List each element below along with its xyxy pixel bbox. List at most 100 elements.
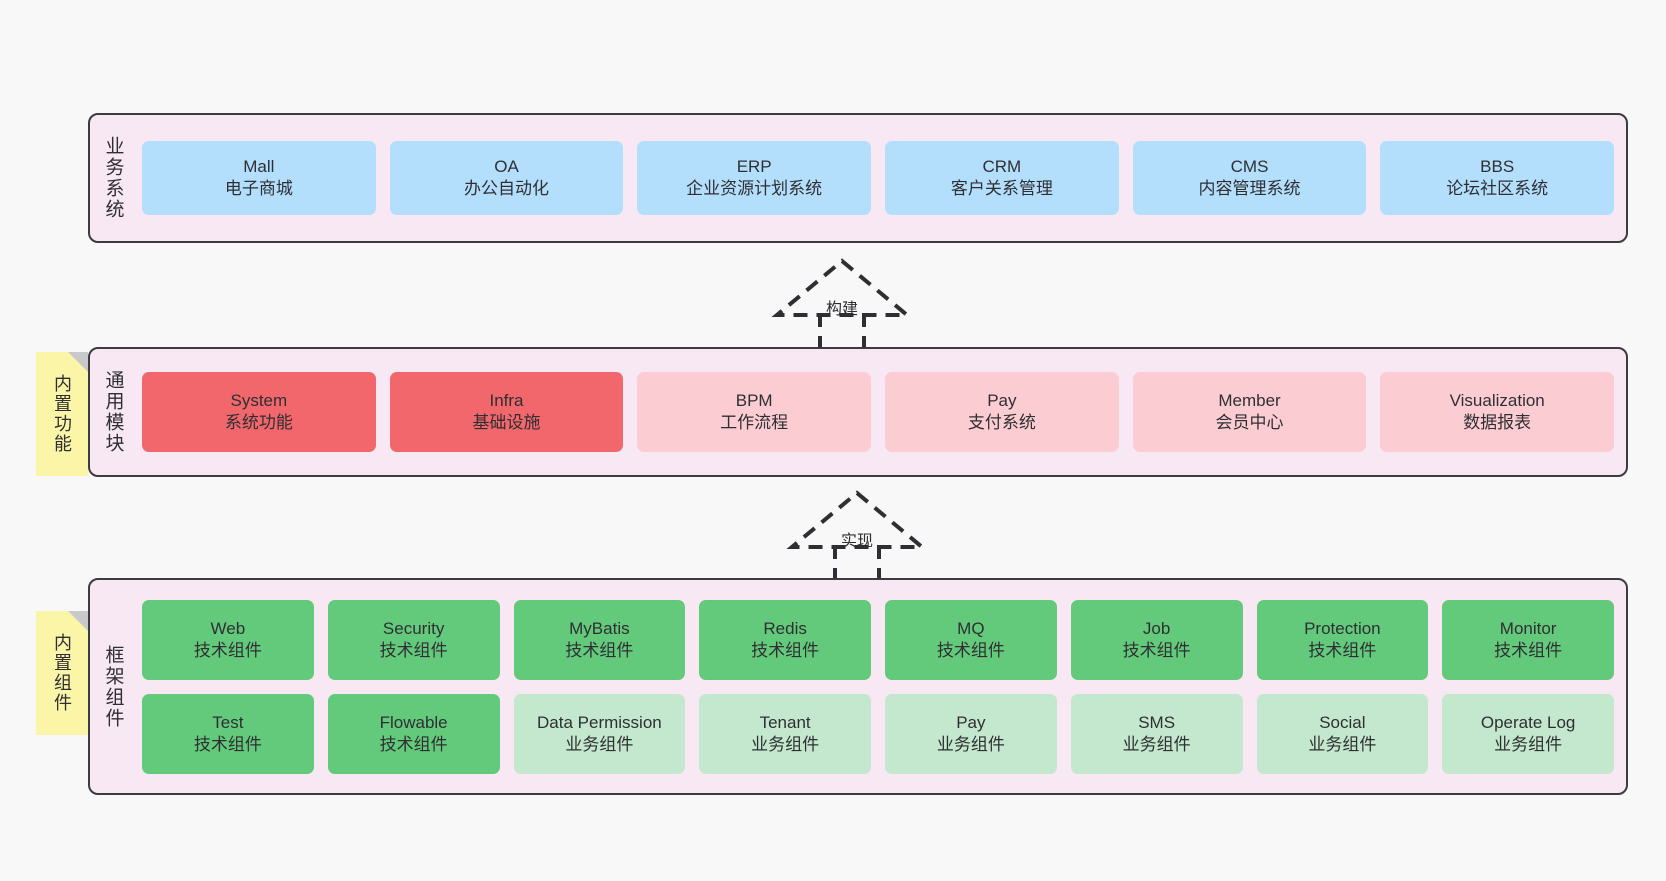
- card-title: BBS: [1480, 157, 1515, 177]
- card-row: Mall 电子商城 OA 办公自动化 ERP 企业资源计划系统 CRM 客户关系…: [142, 141, 1615, 215]
- layer-body-common-modules: System 系统功能 Infra 基础设施 BPM 工作流程 Pay 支付系统…: [136, 349, 1626, 475]
- card-social[interactable]: Social 业务组件: [1256, 693, 1429, 774]
- card-pay-component[interactable]: Pay 业务组件: [885, 693, 1057, 774]
- card-visualization[interactable]: Visualization 数据报表: [1380, 372, 1615, 452]
- card-subtitle: 电子商城: [224, 179, 293, 198]
- card-subtitle: 论坛社区系统: [1446, 179, 1549, 198]
- card-title: Social: [1319, 712, 1366, 732]
- card-title: Monitor: [1499, 618, 1557, 638]
- card-protection[interactable]: Protection 技术组件: [1256, 599, 1429, 680]
- layer-body-business-system: Mall 电子商城 OA 办公自动化 ERP 企业资源计划系统 CRM 客户关系…: [136, 115, 1626, 241]
- card-subtitle: 技术组件: [1308, 640, 1377, 660]
- layer-label-common-modules: 通用模块: [102, 370, 124, 454]
- card-title: SMS: [1138, 712, 1176, 732]
- card-subtitle: 办公自动化: [464, 179, 549, 198]
- card-subtitle: 业务组件: [1308, 734, 1377, 754]
- layer-common-modules: 通用模块 System 系统功能 Infra 基础设施 BPM 工作流程 Pay…: [88, 347, 1628, 477]
- layer-framework-components: 框架组件 Web 技术组件 Security 技术组件 MyBatis 技术组件…: [88, 578, 1628, 795]
- card-subtitle: 基础设施: [472, 413, 541, 432]
- card-row: Test 技术组件 Flowable 技术组件 Data Permission …: [142, 693, 1614, 774]
- card-subtitle: 业务组件: [751, 734, 820, 754]
- card-row: System 系统功能 Infra 基础设施 BPM 工作流程 Pay 支付系统…: [142, 372, 1615, 452]
- card-title: BPM: [735, 391, 773, 411]
- card-tenant[interactable]: Tenant 业务组件: [699, 693, 871, 774]
- card-operate-log[interactable]: Operate Log 业务组件: [1442, 693, 1614, 774]
- card-title: Visualization: [1449, 391, 1545, 411]
- card-mall[interactable]: Mall 电子商城: [142, 141, 376, 215]
- card-subtitle: 技术组件: [936, 640, 1005, 660]
- note-fold-icon: [68, 611, 88, 631]
- connector-implement: 实现: [772, 489, 942, 585]
- card-title: Job: [1142, 618, 1171, 638]
- card-job[interactable]: Job 技术组件: [1070, 599, 1243, 680]
- card-mybatis[interactable]: MyBatis 技术组件: [513, 599, 686, 680]
- card-title: Member: [1218, 391, 1281, 411]
- note-builtin-function: 内置功能: [36, 352, 88, 476]
- card-subtitle: 系统功能: [224, 413, 293, 432]
- card-subtitle: 工作流程: [720, 413, 789, 432]
- card-title: Protection: [1304, 618, 1381, 638]
- note-label: 内置功能: [52, 374, 72, 454]
- note-builtin-component: 内置组件: [36, 611, 88, 735]
- card-subtitle: 技术组件: [193, 734, 262, 754]
- card-bbs[interactable]: BBS 论坛社区系统: [1380, 141, 1615, 215]
- card-title: Mall: [243, 157, 275, 177]
- card-pay-module[interactable]: Pay 支付系统: [885, 372, 1119, 452]
- card-title: Pay: [987, 391, 1017, 411]
- card-subtitle: 业务组件: [1494, 734, 1563, 754]
- card-subtitle: 技术组件: [193, 640, 262, 660]
- connector-label-implement: 实现: [840, 533, 874, 550]
- layer-label-framework-components: 框架组件: [102, 644, 124, 729]
- connector-label-build: 构建: [825, 301, 859, 318]
- card-cms[interactable]: CMS 内容管理系统: [1132, 141, 1367, 215]
- card-subtitle: 会员中心: [1215, 413, 1284, 432]
- card-title: Pay: [956, 712, 986, 732]
- card-subtitle: 技术组件: [1494, 640, 1563, 660]
- card-row: Web 技术组件 Security 技术组件 MyBatis 技术组件 Redi…: [142, 599, 1614, 680]
- layer-label-business-system: 业务系统: [102, 136, 124, 220]
- card-subtitle: 支付系统: [967, 413, 1036, 432]
- card-subtitle: 业务组件: [565, 734, 634, 754]
- card-subtitle: 技术组件: [379, 640, 448, 660]
- card-title: MQ: [957, 618, 985, 638]
- card-subtitle: 业务组件: [936, 734, 1005, 754]
- card-title: Web: [210, 618, 246, 638]
- card-bpm[interactable]: BPM 工作流程: [637, 372, 872, 452]
- card-title: CRM: [982, 157, 1022, 177]
- card-title: Test: [212, 712, 244, 732]
- card-redis[interactable]: Redis 技术组件: [699, 599, 871, 680]
- card-subtitle: 技术组件: [379, 734, 448, 754]
- card-mq[interactable]: MQ 技术组件: [885, 599, 1057, 680]
- card-title: CMS: [1230, 157, 1269, 177]
- card-subtitle: 客户关系管理: [950, 179, 1053, 198]
- card-flowable[interactable]: Flowable 技术组件: [327, 693, 500, 774]
- card-test[interactable]: Test 技术组件: [142, 693, 314, 774]
- card-subtitle: 数据报表: [1463, 413, 1532, 432]
- card-title: ERP: [736, 157, 772, 177]
- card-security[interactable]: Security 技术组件: [327, 599, 500, 680]
- card-sms[interactable]: SMS 业务组件: [1070, 693, 1243, 774]
- layer-business-system: 业务系统 Mall 电子商城 OA 办公自动化 ERP 企业资源计划系统 CRM…: [88, 113, 1628, 243]
- card-web[interactable]: Web 技术组件: [142, 599, 314, 680]
- card-title: Tenant: [759, 712, 811, 732]
- card-title: Flowable: [379, 712, 448, 732]
- card-oa[interactable]: OA 办公自动化: [389, 141, 624, 215]
- card-erp[interactable]: ERP 企业资源计划系统: [637, 141, 872, 215]
- card-title: Infra: [489, 391, 524, 411]
- card-subtitle: 业务组件: [1122, 734, 1191, 754]
- card-crm[interactable]: CRM 客户关系管理: [885, 141, 1119, 215]
- connector-build: 构建: [757, 257, 927, 353]
- card-title: System: [230, 391, 288, 411]
- note-fold-icon: [68, 352, 88, 372]
- card-title: Operate Log: [1480, 712, 1576, 732]
- card-subtitle: 内容管理系统: [1198, 179, 1301, 198]
- card-monitor[interactable]: Monitor 技术组件: [1442, 599, 1614, 680]
- card-member[interactable]: Member 会员中心: [1132, 372, 1367, 452]
- card-system[interactable]: System 系统功能: [142, 372, 376, 452]
- generalization-triangle-icon: [786, 490, 928, 549]
- card-infra[interactable]: Infra 基础设施: [389, 372, 624, 452]
- layer-body-framework-components: Web 技术组件 Security 技术组件 MyBatis 技术组件 Redi…: [136, 580, 1626, 793]
- card-subtitle: 技术组件: [1122, 640, 1191, 660]
- card-data-permission[interactable]: Data Permission 业务组件: [513, 693, 686, 774]
